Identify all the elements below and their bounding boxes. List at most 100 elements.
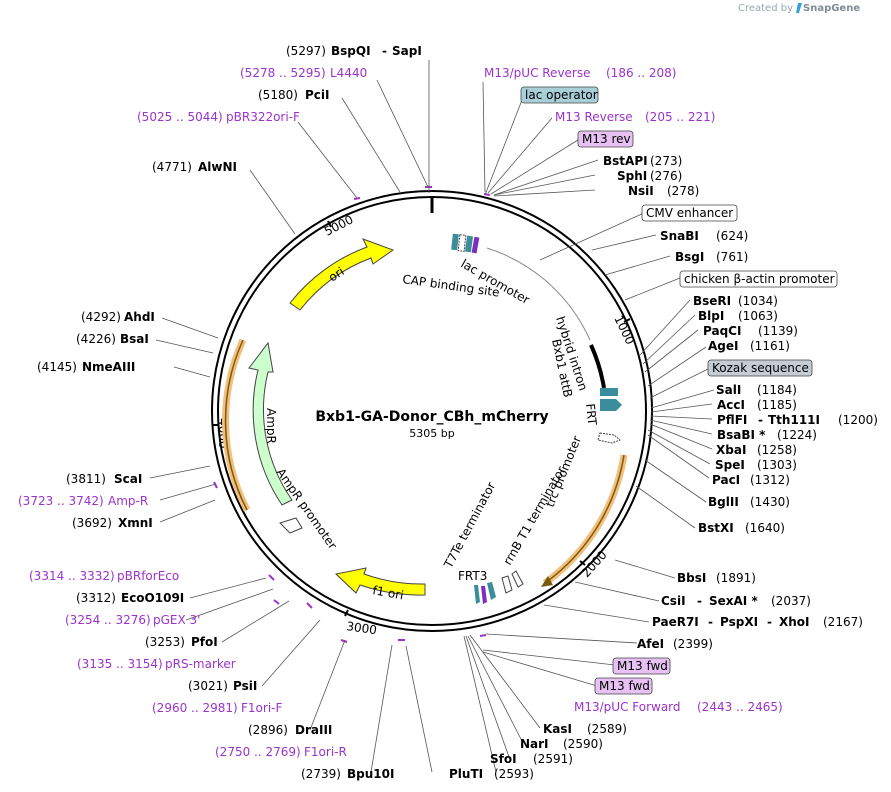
- m13-fwd-box[interactable]: [612, 657, 671, 675]
- ampr-feature-arrow[interactable]: [248, 341, 293, 506]
- primer-name-m13-reverse[interactable]: M13 Reverse: [555, 110, 633, 124]
- m13-rev-feature[interactable]: [471, 236, 480, 254]
- site-name-pspxi[interactable]: PspXI: [720, 615, 758, 629]
- site-name-bbsi[interactable]: BbsI: [677, 571, 706, 585]
- site-name-scai[interactable]: ScaI: [114, 472, 142, 486]
- primer-name-l4440[interactable]: L4440: [330, 66, 367, 80]
- site-name-bstapi[interactable]: BstAPI: [603, 154, 648, 168]
- primer-name-f1ori-f[interactable]: F1ori-F: [241, 701, 282, 715]
- primer-name-prs-marker[interactable]: pRS-marker: [165, 657, 236, 671]
- site-pos: (278): [667, 184, 699, 198]
- site-pos: (1640): [745, 521, 785, 535]
- leader-line: [604, 255, 671, 276]
- site-pos: (1184): [757, 383, 797, 397]
- site-name-bpu10i[interactable]: Bpu10I: [347, 767, 394, 781]
- site-name-sexai[interactable]: SexAI *: [709, 594, 758, 608]
- site-pos: (2896): [248, 723, 288, 737]
- site-name-draiii[interactable]: DraIII: [295, 723, 332, 737]
- site-name-tth111i[interactable]: Tth111I: [768, 413, 820, 427]
- site-name-blpi[interactable]: BlpI: [698, 309, 724, 323]
- site-name-acci[interactable]: AccI: [717, 398, 745, 412]
- cmv-enhancer-feature[interactable]: [486, 247, 546, 281]
- primer-mark: [213, 481, 218, 489]
- frt3-label: FRT3: [458, 569, 487, 583]
- site-name-agei[interactable]: AgeI: [708, 339, 738, 353]
- site-name-nsii[interactable]: NsiI: [628, 184, 654, 198]
- hybrid-intron-feature[interactable]: [589, 344, 606, 389]
- site-pos: (4292): [81, 310, 121, 324]
- primer-range: (205 .. 221): [645, 110, 715, 124]
- site-name-sali[interactable]: SalI: [716, 383, 741, 397]
- site-name-xhoi[interactable]: XhoI: [779, 615, 810, 629]
- t7te-terminator-feature[interactable]: [487, 582, 496, 600]
- site-name-paqci[interactable]: PaqCI: [703, 324, 741, 338]
- primer-name-m13-puc-reverse[interactable]: M13/pUC Reverse: [484, 66, 591, 80]
- cba-promoter-feature[interactable]: [544, 279, 591, 341]
- primer-name-pgex3[interactable]: pGEX 3': [153, 613, 200, 627]
- site-name-ahdi[interactable]: AhdI: [124, 310, 155, 324]
- site-name-bstxi[interactable]: BstXI: [698, 521, 734, 535]
- bxb1-attb-feature[interactable]: [600, 388, 618, 396]
- rrnb-t1-feature-2[interactable]: [511, 570, 524, 588]
- site-name-sapi[interactable]: SapI: [392, 44, 422, 58]
- site-name-kasi[interactable]: KasI: [543, 722, 572, 736]
- site-name-spei[interactable]: SpeI: [715, 458, 745, 472]
- primer-name-amp-r[interactable]: Amp-R: [108, 494, 148, 508]
- site-name-psii[interactable]: PsiI: [233, 679, 257, 693]
- site-name-ecoo109i[interactable]: EcoO109I: [121, 591, 184, 605]
- leader-line: [465, 635, 510, 758]
- site-name-bsabi[interactable]: BsaBI *: [717, 428, 766, 442]
- leader-line: [482, 81, 486, 193]
- kozak-sequence-box[interactable]: [707, 359, 813, 377]
- site-name-alwni[interactable]: AlwNI: [198, 160, 237, 174]
- frt-feature[interactable]: [600, 399, 622, 411]
- site-name-snabi[interactable]: SnaBI: [660, 229, 699, 243]
- site-name-csii[interactable]: CsiI: [661, 594, 686, 608]
- site-name-afei[interactable]: AfeI: [637, 637, 664, 651]
- site-name-xmni[interactable]: XmnI: [118, 516, 153, 530]
- primer-name-f1ori-r[interactable]: F1ori-R: [304, 745, 347, 759]
- cmv-enhancer-box[interactable]: [641, 204, 738, 222]
- site-name-nmeaiii[interactable]: NmeAIII: [82, 360, 135, 374]
- m13-fwd-feature[interactable]: [481, 586, 487, 604]
- site-name-paer7i[interactable]: PaeR7I: [652, 615, 699, 629]
- t7te-terminator-label: T7Te terminator: [441, 480, 499, 572]
- site-name-pflfi[interactable]: PflFI: [717, 413, 747, 427]
- leader-line: [650, 403, 713, 413]
- lac-operator-feature[interactable]: [464, 235, 474, 253]
- m13-rev-box[interactable]: [577, 130, 634, 148]
- primer-name-m13-puc-forward[interactable]: M13/pUC Forward: [574, 700, 681, 714]
- site-name-bsgi[interactable]: BsgI: [675, 250, 704, 264]
- chicken-beta-actin-promoter-box[interactable]: [679, 270, 838, 288]
- site-name-bglii[interactable]: BglII: [708, 495, 739, 509]
- site-name-paci[interactable]: PacI: [712, 473, 740, 487]
- f1-ori-feature-arrow[interactable]: [334, 567, 426, 596]
- primer-name-pbrforeco[interactable]: pBRforEco: [117, 569, 179, 583]
- frt3-feature[interactable]: [474, 585, 480, 604]
- ampr-promoter-arrow[interactable]: [279, 517, 303, 534]
- lac-promoter-feature[interactable]: [457, 234, 467, 252]
- leader-line: [185, 588, 274, 621]
- primer-range: (3723 .. 3742): [18, 494, 104, 508]
- leader-line: [467, 635, 524, 744]
- primer-range: (3254 .. 3276): [65, 613, 151, 627]
- trc-promoter-feature[interactable]: [597, 432, 621, 444]
- site-pos: (761): [716, 250, 748, 264]
- site-name-sfoi[interactable]: SfoI: [490, 752, 517, 766]
- m13-fwd-box-2[interactable]: [594, 677, 653, 695]
- site-name-sphi[interactable]: SphI: [617, 169, 647, 183]
- leader-line: [543, 604, 650, 623]
- site-name-nari[interactable]: NarI: [520, 737, 549, 751]
- site-name-xbai[interactable]: XbaI: [716, 443, 746, 457]
- ori-feature-arrow[interactable]: [289, 238, 395, 311]
- site-name-bsai[interactable]: BsaI: [120, 332, 149, 346]
- site-name-pluti[interactable]: PluTI: [449, 767, 483, 781]
- site-name-pfoi[interactable]: PfoI: [191, 635, 218, 649]
- site-name-biseri[interactable]: BseRI: [693, 294, 731, 308]
- site-name-pcii[interactable]: PciI: [305, 88, 330, 102]
- primer-name-pbr322ori-f[interactable]: pBR322ori-F: [226, 110, 300, 124]
- lac-operator-box[interactable]: [520, 86, 599, 104]
- cap-binding-site-feature[interactable]: [451, 233, 459, 251]
- site-name-bspqi[interactable]: BspQI: [331, 44, 371, 58]
- rrnb-t1-feature[interactable]: [501, 575, 513, 594]
